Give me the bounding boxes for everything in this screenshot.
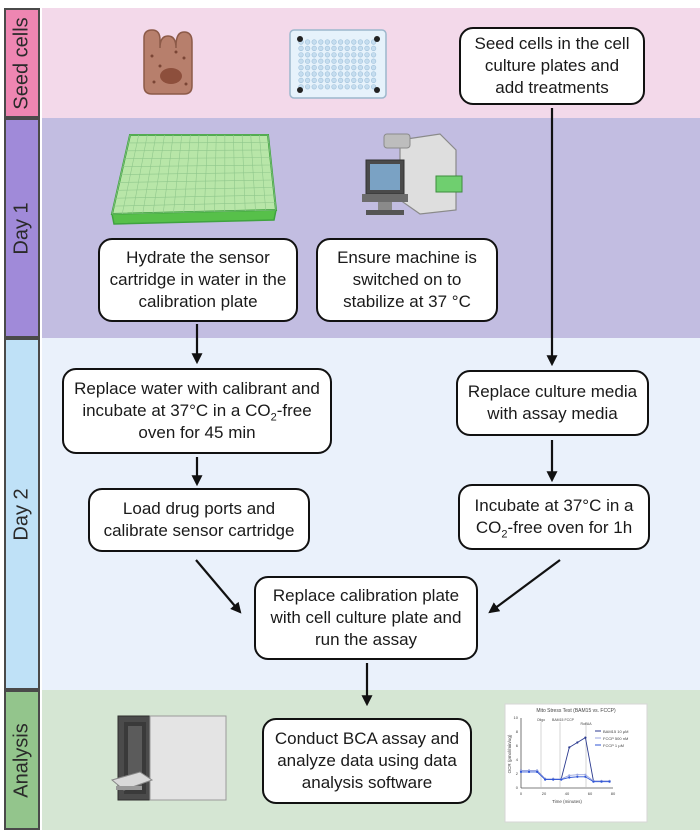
cell-culture-plate-icon — [289, 29, 387, 99]
analyzer-machine-icon — [362, 133, 463, 215]
day2-section-label: Day 2 — [4, 338, 40, 690]
arrow-load-to-replace-plate — [195, 559, 242, 614]
mini-chart-point-0-7 — [576, 741, 579, 744]
mini-chart-injection-oligo: Oligo — [537, 718, 545, 722]
arrow-incubate-to-replace-plate — [488, 559, 561, 614]
mini-chart-injection-bam15: BAM15 FCCP — [552, 718, 575, 722]
step-bca-assay: Conduct BCA assay and analyze data using… — [262, 718, 472, 804]
mini-chart-ytick-2: 4 — [516, 757, 519, 762]
mini-chart-series-line-2 — [521, 771, 610, 783]
mini-chart-xtick-0: 0 — [520, 791, 523, 796]
mini-chart-ytick-1: 2 — [516, 771, 519, 776]
mini-chart-point-2-6 — [568, 776, 571, 779]
analysis-section-label: Analysis — [4, 690, 40, 830]
mini-chart-point-2-1 — [527, 770, 531, 774]
mini-chart-ylabel: OCR (pmol/min/ug) — [507, 734, 512, 773]
mini-chart-texts: Mito Stress Test (BAM15 vs. FCCP) OCR (p… — [507, 708, 628, 804]
step-replace-media-text: Replace culture media with assay media — [467, 382, 638, 423]
mini-chart-ytick-5: 10 — [514, 715, 519, 720]
mini-chart-ytick-3: 6 — [516, 743, 519, 748]
step-ensure-machine: Ensure machine is switched on to stabili… — [316, 238, 498, 322]
mini-chart-point-1-7 — [576, 773, 579, 776]
step-ensure-machine-text: Ensure machine is switched on to stabili… — [337, 248, 477, 311]
step-hydrate-cartridge: Hydrate the sensor cartridge in water in… — [98, 238, 298, 322]
mini-chart — [504, 703, 648, 823]
seed-section-label: Seed cells — [4, 8, 40, 118]
mini-chart-legend-0: BAM15 10 µM — [603, 729, 628, 734]
step-incubate-text-a: Incubate at 37°C in a CO — [474, 496, 634, 537]
step-incubate-text: Incubate at 37°C in a CO2-free oven for … — [468, 495, 640, 541]
plate-reader-icon — [110, 715, 227, 801]
step-replace-water-text-a: Replace water with calibrant and incubat… — [74, 379, 320, 420]
step-seed-cells-text: Seed cells in the cell culture plates an… — [474, 34, 630, 97]
step-replace-water-text: Replace water with calibrant and incubat… — [72, 378, 322, 444]
sensor-cartridge-icon — [110, 134, 278, 225]
mini-chart-series-line-1 — [521, 770, 610, 782]
mini-chart-point-2-8 — [584, 775, 587, 778]
mini-chart-xtick-3: 60 — [588, 791, 593, 796]
step-bca-assay-text: Conduct BCA assay and analyze data using… — [274, 729, 460, 792]
mini-chart-point-2-4 — [552, 778, 555, 781]
mini-chart-point-0-6 — [568, 746, 571, 749]
flow-arrows — [191, 108, 561, 707]
step-replace-water-sub: 2 — [270, 411, 277, 424]
mini-chart-point-2-7 — [576, 775, 579, 778]
step-incubate-text-b: -free oven for 1h — [507, 518, 633, 537]
step-hydrate-cartridge-text: Hydrate the sensor cartridge in water in… — [109, 248, 287, 311]
mini-chart-legend-2: FCCP 1 µM — [603, 743, 624, 748]
mini-chart-injection-rotaa: Rot/AA — [580, 722, 592, 726]
cell-illustration-icon — [143, 29, 193, 95]
step-replace-plate-text: Replace calibration plate with cell cult… — [270, 586, 462, 649]
step-replace-media: Replace culture media with assay media — [456, 370, 649, 436]
mini-chart-xtick-4: 80 — [611, 791, 616, 796]
mini-chart-xlabel: Time (minutes) — [552, 799, 582, 804]
mini-chart-point-2-5 — [560, 778, 563, 781]
mini-chart-point-1-6 — [568, 774, 571, 777]
step-seed-cells: Seed cells in the cell culture plates an… — [459, 27, 645, 105]
mini-chart-point-1-8 — [584, 773, 587, 776]
mini-chart-point-0-8 — [584, 736, 587, 739]
mini-chart-point-2-0 — [519, 770, 523, 774]
mini-chart-point-2-3 — [544, 778, 547, 781]
mini-chart-point-2-11 — [608, 780, 611, 783]
step-incubate: Incubate at 37°C in a CO2-free oven for … — [458, 484, 650, 550]
step-replace-water: Replace water with calibrant and incubat… — [62, 368, 332, 454]
mini-chart-xtick-2: 40 — [565, 791, 570, 796]
mini-chart-ytick-0: 0 — [516, 785, 519, 790]
mini-chart-point-2-10 — [600, 780, 603, 783]
step-load-ports: Load drug ports and calibrate sensor car… — [88, 488, 310, 552]
mini-chart-point-2-9 — [592, 780, 595, 783]
mini-chart-title: Mito Stress Test (BAM15 vs. FCCP) — [536, 708, 616, 714]
step-replace-water-text-b: -free oven for 45 min — [138, 401, 312, 442]
step-incubate-sub: 2 — [501, 528, 508, 541]
step-load-ports-text: Load drug ports and calibrate sensor car… — [103, 499, 295, 540]
mini-chart-xtick-1: 20 — [542, 791, 547, 796]
mini-chart-ytick-4: 8 — [516, 729, 519, 734]
mini-chart-legend-1: FCCP 500 nM — [603, 736, 628, 741]
mini-chart-point-2-2 — [536, 770, 539, 774]
step-replace-plate: Replace calibration plate with cell cult… — [254, 576, 478, 660]
day1-section-label: Day 1 — [4, 118, 40, 338]
